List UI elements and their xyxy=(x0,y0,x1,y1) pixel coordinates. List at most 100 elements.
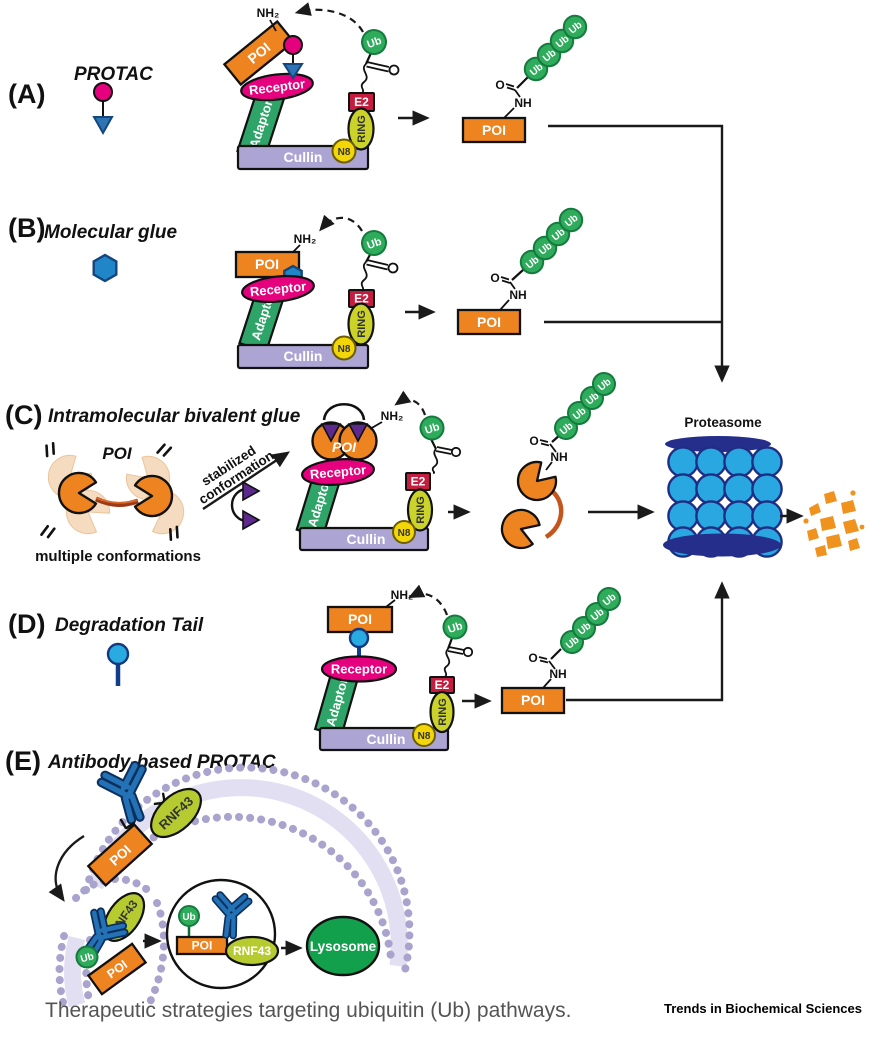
panel-c: (C) Intramolecular bivalent glue POI mul… xyxy=(5,372,655,565)
lysosome: Lysosome xyxy=(305,915,381,977)
ubiquitinated-poi-d: POI NH O Ub Ub Ub Ub xyxy=(500,587,621,715)
svg-text:NH: NH xyxy=(514,96,531,110)
svg-text:POI: POI xyxy=(477,314,501,330)
poi: POI xyxy=(222,19,296,87)
svg-text:O: O xyxy=(529,434,538,448)
svg-text:NH: NH xyxy=(549,667,566,681)
poi-domain xyxy=(495,503,544,554)
cullin-label: Cullin xyxy=(367,731,406,747)
crl-complex-c: Adaptor Cullin Receptor POI NH₂ E2 RING … xyxy=(295,390,462,552)
poi xyxy=(500,686,566,715)
svg-text:POI: POI xyxy=(255,256,279,272)
motion-tick xyxy=(168,525,179,542)
ub: Ub xyxy=(75,945,99,969)
poi-annotation: POI xyxy=(102,444,133,463)
panel-a: (A) PROTAC Adaptor Cullin Receptor POI N… xyxy=(8,2,730,383)
figure-caption: Therapeutic strategies targeting ubiquit… xyxy=(45,999,571,1022)
svg-text:Receptor: Receptor xyxy=(249,279,307,300)
glue-loop xyxy=(322,403,366,421)
ub-transfer-arrow xyxy=(319,214,363,232)
svg-text:POI: POI xyxy=(192,939,213,953)
receptor: Receptor xyxy=(240,72,314,102)
journal-credit: Trends in Biochemical Sciences xyxy=(664,1001,862,1016)
ub: Ub xyxy=(567,401,591,425)
ring: RING xyxy=(347,107,375,151)
proteasome-label: Proteasome xyxy=(684,415,762,430)
ub: Ub xyxy=(597,587,621,611)
amide-bond: NH O xyxy=(529,433,568,471)
poi xyxy=(326,605,394,634)
cullin-label: Cullin xyxy=(284,348,323,364)
svg-text:NH: NH xyxy=(509,288,526,302)
ub-transfer-arrow xyxy=(394,390,427,416)
adaptor: Adaptor xyxy=(313,666,361,738)
poi xyxy=(456,308,522,336)
panel-a-title: PROTAC xyxy=(74,64,153,85)
poi-membrane: POI xyxy=(86,822,154,888)
e2-label: E2 xyxy=(354,292,369,306)
svg-text:Ub: Ub xyxy=(365,236,383,252)
thioester-bond xyxy=(360,52,400,94)
ubiquitinated-poi-b: POI NH O Ub Ub Ub Ub xyxy=(456,207,584,336)
panel-e-label: (E) xyxy=(5,746,41,776)
poi-linker xyxy=(544,489,564,539)
n8 xyxy=(331,138,357,164)
poi-linker xyxy=(94,496,139,507)
protac-on-complex xyxy=(282,35,304,80)
nh2-bond xyxy=(269,19,277,32)
panel-b: (B) Molecular glue Adaptor Cullin POI Re… xyxy=(8,207,722,370)
n8-label: N8 xyxy=(338,344,351,355)
svg-text:O: O xyxy=(490,271,499,285)
ub: Ub xyxy=(361,230,387,256)
nh2-label: NH₂ xyxy=(257,6,280,20)
svg-text:Receptor: Receptor xyxy=(331,662,387,677)
ub-transfer-arrow xyxy=(408,584,449,616)
motion-tick xyxy=(156,443,173,457)
receptor: Receptor xyxy=(301,458,375,486)
amide-bond: NH O xyxy=(528,648,567,689)
vesicle: Ub POI RNF43 xyxy=(165,878,280,990)
rnf43: RNF43 xyxy=(224,935,280,967)
membrane-segment xyxy=(82,936,94,1008)
ub: Ub xyxy=(554,416,578,440)
svg-text:Receptor: Receptor xyxy=(309,462,366,482)
crl-complex-a: Adaptor Cullin Receptor POI NH₂ E2 RING … xyxy=(222,2,400,171)
n8-label: N8 xyxy=(338,147,351,158)
ub: Ub xyxy=(361,29,387,55)
ub-transfer-arrow xyxy=(294,2,364,33)
panel-e: (E) Antibody-based PROTAC RNF43 POI RNF4… xyxy=(5,746,414,1010)
svg-text:O: O xyxy=(528,651,537,665)
svg-text:RING: RING xyxy=(415,496,427,524)
svg-text:Ub: Ub xyxy=(79,951,95,965)
glue-warhead xyxy=(320,423,342,443)
protac-icon xyxy=(92,82,114,136)
conformations-caption: multiple conformations xyxy=(35,548,201,565)
connector-a-to-proteasome xyxy=(548,124,730,383)
panel-d-label: (D) xyxy=(8,609,45,639)
ub: Ub xyxy=(178,905,200,927)
endosome-pocket xyxy=(146,899,168,1006)
poi: POI xyxy=(86,942,148,996)
amide-bond: NH O xyxy=(495,76,532,119)
panel-c-label: (C) xyxy=(5,400,42,430)
ub: Ub xyxy=(562,14,588,40)
n8 xyxy=(331,335,357,361)
svg-text:Ub: Ub xyxy=(365,35,383,51)
ub: Ub xyxy=(558,207,584,233)
poi xyxy=(461,116,527,144)
panel-d-title: Degradation Tail xyxy=(55,615,204,636)
cullin-label: Cullin xyxy=(347,531,386,547)
svg-text:POI: POI xyxy=(348,611,372,627)
ring: RING xyxy=(347,302,375,346)
poi-label: POI xyxy=(332,439,357,455)
panel-b-label: (B) xyxy=(8,213,45,243)
svg-text:Ub: Ub xyxy=(182,912,195,923)
degraded-fragments xyxy=(803,490,865,557)
proteasome-group: Proteasome xyxy=(663,415,865,558)
degradation-tail-icon xyxy=(106,642,130,686)
endosome-pocket xyxy=(72,875,158,902)
poi-linker-highlight xyxy=(95,497,139,504)
multiple-conformations-group: POI multiple conformations xyxy=(35,441,201,565)
svg-text:Ub: Ub xyxy=(446,620,464,636)
